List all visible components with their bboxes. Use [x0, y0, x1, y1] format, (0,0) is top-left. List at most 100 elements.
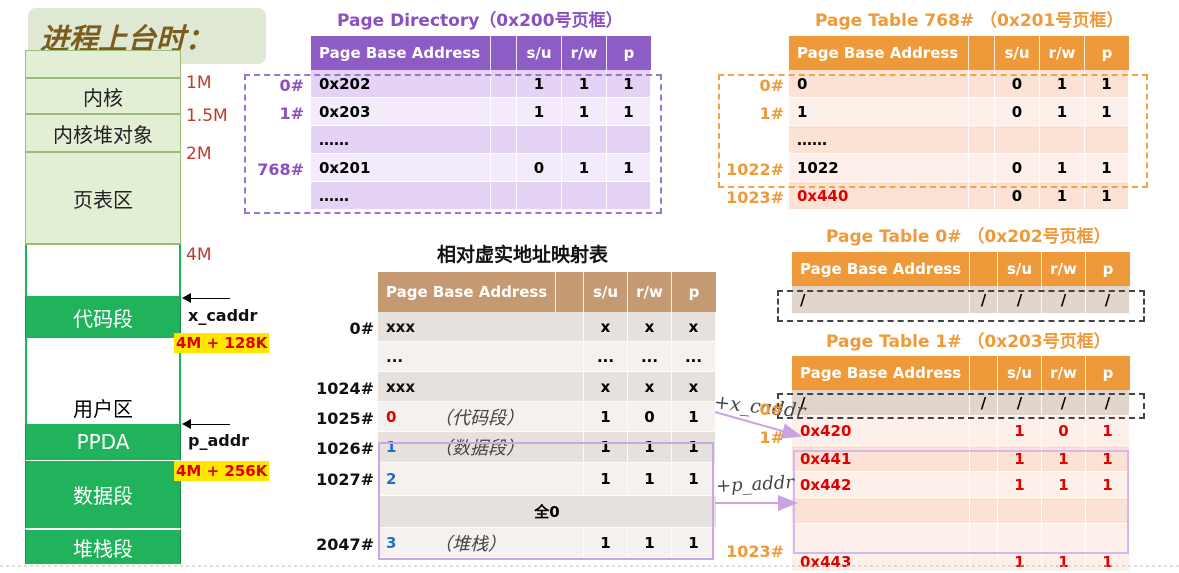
- cell-rw: 1: [1040, 70, 1085, 98]
- cell-rw: [1042, 498, 1086, 524]
- relative-table-index: 0#: [349, 319, 374, 338]
- cell-su: 0: [995, 70, 1040, 98]
- x-caddr-label: x_caddr: [188, 306, 258, 325]
- mark-2m: 2M: [186, 144, 212, 164]
- header-p: p: [623, 44, 635, 62]
- cell-rw: 1: [1040, 98, 1085, 126]
- cell-rw: [562, 126, 607, 154]
- cell-su: /: [998, 286, 1042, 314]
- page-directory-header: Page Base Address s/u r/w p: [311, 36, 651, 70]
- cell-rw: x: [628, 312, 672, 342]
- cell-spacer: /: [970, 390, 998, 416]
- cell-rw: 1: [1040, 154, 1085, 182]
- page-table-768-row: ……: [789, 126, 1129, 154]
- p-addr-address: 4M + 256K: [174, 461, 270, 481]
- header-rw: r/w: [1040, 36, 1085, 70]
- page-table-1-header: Page Base Address s/u r/w p: [792, 356, 1130, 390]
- cell-su: ...: [584, 342, 628, 372]
- cell-p: [1085, 126, 1129, 154]
- cell-p: 1: [1085, 70, 1129, 98]
- cell-p: [607, 182, 651, 210]
- cell-rw: 1: [1042, 472, 1086, 498]
- cell-rw: x: [628, 372, 672, 402]
- page-table-0-header: Page Base Address s/u r/w p: [792, 252, 1130, 286]
- cell-addr: 2: [378, 463, 434, 496]
- cell-note: [434, 463, 584, 496]
- cell-spacer: [970, 416, 998, 446]
- cell-addr: 1022: [789, 154, 969, 182]
- header-page-base-address: Page Base Address: [792, 252, 970, 286]
- page-table-768-header: Page Base Address s/u r/w p: [789, 36, 1129, 70]
- cell-rw: 0: [628, 402, 672, 432]
- x-caddr-connector: [714, 411, 802, 439]
- cell-spacer: /: [970, 286, 998, 314]
- page-directory-row: ……: [311, 182, 651, 210]
- page-table-768-title: Page Table 768# （0x201号页框）: [815, 11, 1124, 31]
- memory-block-gap: [25, 244, 181, 296]
- cell-rw: ...: [628, 342, 672, 372]
- cell-note: （代码段）: [434, 402, 584, 432]
- cell-su: 0: [995, 154, 1040, 182]
- page-directory-title: Page Directory（0x200号页框）: [337, 11, 623, 31]
- cell-rw: /: [1042, 286, 1086, 314]
- cell-spacer: [969, 70, 995, 98]
- page-table-1-index: 1#: [759, 428, 784, 447]
- cell-addr: 0x441: [792, 446, 970, 472]
- cell-spacer: [969, 154, 995, 182]
- cell-su: [998, 498, 1042, 524]
- header-page-base-address: Page Base Address: [311, 36, 491, 70]
- cell-su: x: [584, 312, 628, 342]
- cell-p: 1: [607, 154, 651, 182]
- cell-addr: 0: [789, 70, 969, 98]
- cell-rw: 1: [1040, 182, 1085, 210]
- cell-su: [995, 126, 1040, 154]
- p-addr-note: +p_addr: [715, 471, 795, 498]
- relative-table-index: 1025#: [316, 409, 374, 428]
- header-su: s/u: [998, 252, 1042, 286]
- cell-p: 1: [672, 432, 716, 463]
- page-table-1-index: 1023#: [726, 542, 784, 561]
- cell-addr: /: [792, 390, 970, 416]
- page-table-1-title: Page Table 1# （0x203号页框）: [826, 332, 1111, 352]
- p-addr-arrow-line: [190, 424, 230, 425]
- page-table-1-index: 0#: [759, 400, 784, 419]
- cell-p: 1: [1086, 524, 1130, 572]
- relative-table-title: 相对虚实地址映射表: [437, 244, 609, 266]
- page-table-768-index: 1023#: [726, 188, 784, 207]
- cell-note: [434, 342, 584, 372]
- cell-addr: 0x203: [311, 98, 491, 126]
- cell-spacer: [491, 154, 517, 182]
- cell-rw: 1: [1042, 524, 1086, 572]
- page-table-768-index: 1#: [759, 104, 784, 123]
- header-rw: r/w: [562, 36, 607, 70]
- cell-p: ...: [672, 342, 716, 372]
- cell-rw: [562, 182, 607, 210]
- x-caddr-arrow-head: [182, 293, 191, 303]
- cell-note: [434, 372, 584, 402]
- cell-p: 1: [1085, 98, 1129, 126]
- cell-su: 1: [998, 416, 1042, 446]
- memory-block-stack-segment: 堆栈段: [25, 528, 181, 564]
- cell-su: 1: [517, 98, 562, 126]
- cell-su: 1: [584, 402, 628, 432]
- header-spacer: [491, 36, 517, 70]
- cell-p: x: [672, 372, 716, 402]
- p-addr-arrow-head: [182, 419, 191, 429]
- relative-table-row: ............: [378, 342, 716, 372]
- header-rw: r/w: [1042, 252, 1086, 286]
- cell-addr: /: [792, 286, 970, 314]
- memory-block-user-area: 用户区: [25, 338, 181, 424]
- mark-1m: 1M: [186, 73, 212, 93]
- cell-p: 1: [1085, 182, 1129, 210]
- cell-addr: 0x420: [792, 416, 970, 446]
- cell-p: 1: [672, 463, 716, 496]
